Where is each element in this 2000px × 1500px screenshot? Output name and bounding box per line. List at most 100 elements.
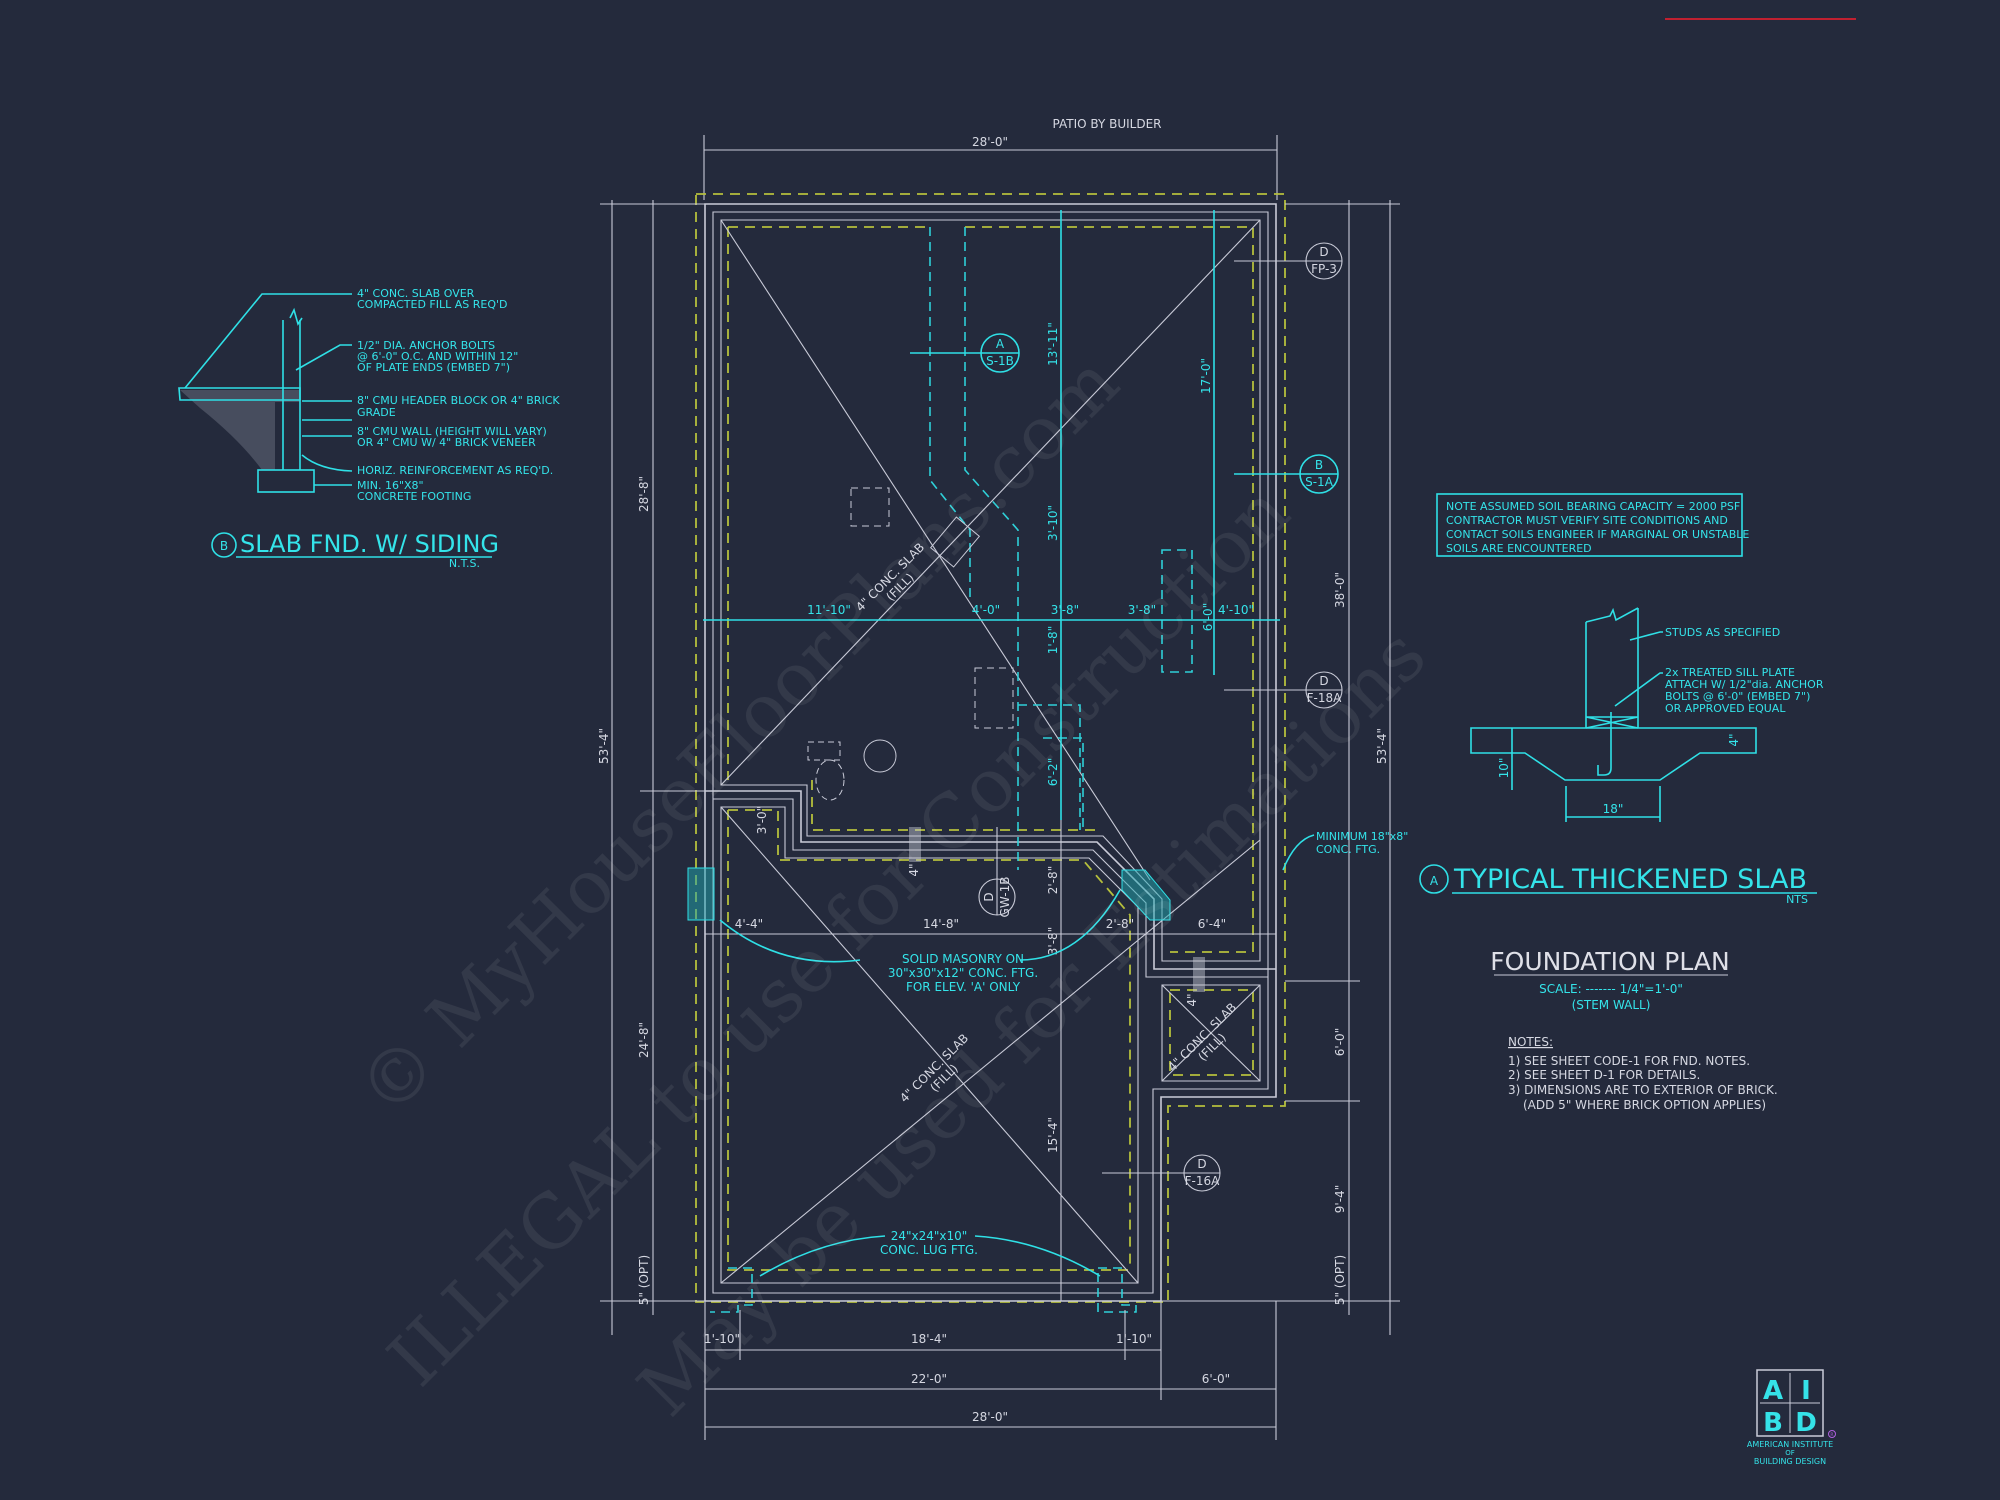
dim-upper: 4'-0": [972, 603, 1000, 617]
svg-text:4" CONC. SLAB OVER: 4" CONC. SLAB OVER: [357, 287, 475, 300]
svg-text:4" CONC. SLAB: 4" CONC. SLAB: [1165, 1000, 1239, 1074]
dim-middle: 6'-4": [1198, 917, 1226, 931]
masonry-pier-left: [687, 867, 715, 921]
logo-text: BUILDING DESIGN: [1754, 1457, 1826, 1466]
fixture-dashed: [850, 487, 890, 527]
dim-upper: 3'-8": [1051, 603, 1079, 617]
detail-a-scale: NTS: [1786, 893, 1808, 906]
svg-text:D: D: [1319, 245, 1328, 259]
svg-text:OF PLATE ENDS (EMBED 7"): OF PLATE ENDS (EMBED 7"): [357, 361, 510, 374]
dim-bottom: 22'-0": [911, 1372, 947, 1386]
dim-upper: 3'-8": [1128, 603, 1156, 617]
leader-line: [1282, 834, 1315, 871]
sill-plate: [1585, 716, 1639, 729]
footing-outline: [695, 193, 1286, 1303]
svg-text:MINIMUM 18"x8": MINIMUM 18"x8": [1316, 830, 1408, 843]
logo-letter: B: [1763, 1408, 1783, 1438]
brick-hatch: [1193, 957, 1205, 992]
dim-upper: 11'-10": [807, 603, 851, 617]
slab-diagonal: [720, 219, 1261, 786]
dim-center: 1'-8": [1046, 626, 1060, 654]
dim-right-overall: 53'-4": [1375, 728, 1389, 764]
section-marker: B S-1A: [1234, 454, 1339, 494]
detail-b-title: SLAB FND. W/ SIDING: [240, 530, 499, 558]
registered-letter: R: [1830, 1432, 1833, 1438]
watermarks: © MyHouseFloorPlans.com ILLEGAL to use f…: [342, 339, 1442, 1432]
svg-text:S-1A: S-1A: [1305, 475, 1334, 489]
dim-bottom: 1'-10": [1116, 1332, 1152, 1346]
dim-bottom: 6'-0": [1202, 1372, 1230, 1386]
svg-text:OR 4" CMU W/ 4" BRICK VENEER: OR 4" CMU W/ 4" BRICK VENEER: [357, 436, 536, 449]
lug-footing-right: [1097, 1267, 1137, 1313]
soil-note-line: CONTRACTOR MUST VERIFY SITE CONDITIONS A…: [1446, 514, 1728, 527]
registered-mark: [1828, 1430, 1836, 1438]
detail-marker: B: [220, 539, 228, 553]
detail-a-title: TYPICAL THICKENED SLAB: [1453, 864, 1807, 895]
inner-footing-dash-3: [727, 809, 1131, 1271]
svg-text:FOR ELEV. 'A' ONLY: FOR ELEV. 'A' ONLY: [906, 980, 1021, 994]
dim-center: 13'-11": [1046, 322, 1060, 366]
thickened-slab: [1470, 727, 1757, 781]
sill-note-line: OR APPROVED EQUAL: [1665, 702, 1786, 715]
sill-note-line: 2x TREATED SILL PLATE: [1665, 666, 1795, 679]
svg-text:1/2" DIA. ANCHOR BOLTS: 1/2" DIA. ANCHOR BOLTS: [357, 339, 495, 352]
dim-left-overall: 53'-4": [597, 728, 611, 764]
callout-solid-masonry: SOLID MASONRY ON 30"x30"x12" CONC. FTG. …: [719, 889, 1121, 994]
patio-label: PATIO BY BUILDER: [1053, 117, 1162, 131]
soil-note-box: [1436, 493, 1743, 557]
interior-wall: [705, 790, 1276, 970]
dim-left: 24'-8": [637, 1022, 651, 1058]
toilet-tank: [807, 741, 841, 761]
dim-18: 18": [1603, 802, 1624, 816]
logo-text: AMERICAN INSTITUTE: [1747, 1440, 1833, 1449]
dim-bottom-overall: 28'-0": [972, 1410, 1008, 1424]
shower-dashed: [1161, 549, 1193, 673]
sink-icon: [863, 739, 897, 773]
svg-text:S-1B: S-1B: [986, 354, 1014, 368]
notes-heading: NOTES:: [1508, 1035, 1553, 1049]
section-marker: A S-1B: [910, 333, 1020, 373]
dim-upper: 6'-0": [1201, 603, 1215, 631]
detail-b-scale: N.T.S.: [449, 557, 480, 570]
svg-text:D: D: [982, 892, 996, 901]
wall-inner-lower: [720, 806, 1139, 1284]
plumbing-dashed: [1018, 704, 1084, 830]
section-marker: D F-18A: [1224, 671, 1343, 709]
detail-b-notes: 4" CONC. SLAB OVER COMPACTED FILL AS REQ…: [357, 287, 560, 503]
soil-hatch: [180, 390, 300, 470]
inner-footing-dash: [728, 226, 1254, 953]
leader-line: [759, 1235, 1101, 1277]
wall-mid: [712, 211, 1269, 1294]
brick-hatch: [909, 827, 921, 862]
studs-note: STUDS AS SPECIFIED: [1665, 626, 1780, 639]
dim-center: 3'-10": [1046, 505, 1060, 541]
dim-left: 28'-8": [637, 476, 651, 512]
dim-top: 28'-0": [972, 135, 1008, 149]
detail-marker-circle: [211, 532, 237, 558]
interior-wall-2: [713, 798, 1268, 978]
dim-middle: 4'-4": [735, 917, 763, 931]
slab-diagonal: [720, 806, 1139, 1284]
anchor-bolt: [1597, 712, 1612, 776]
svg-text:F-16A: F-16A: [1185, 1174, 1221, 1188]
svg-text:D: D: [1319, 674, 1328, 688]
slab-diagonal: [1161, 984, 1261, 1082]
section-marker: D FP-3: [1234, 242, 1343, 280]
dim-right: 38'-0": [1333, 572, 1347, 608]
sill-note-line: ATTACH W/ 1/2"dia. ANCHOR: [1665, 678, 1824, 691]
lug-footing-left: [710, 1267, 753, 1313]
svg-text:B: B: [1315, 458, 1323, 472]
callout-lug-footing: 24"x24"x10" CONC. LUG FTG.: [759, 1229, 1101, 1277]
dim-right: 9'-4": [1333, 1185, 1347, 1213]
plan-title: FOUNDATION PLAN: [1490, 947, 1729, 976]
note-line: 2) SEE SHEET D-1 FOR DETAILS.: [1508, 1068, 1700, 1082]
detail-marker: A: [1430, 874, 1439, 888]
fireplace-icon: [929, 516, 981, 568]
svg-text:CONC. FTG.: CONC. FTG.: [1316, 843, 1380, 856]
svg-text:GW-1B: GW-1B: [998, 877, 1012, 918]
svg-text:GRADE: GRADE: [357, 406, 396, 419]
svg-text:D: D: [1197, 1157, 1206, 1171]
tub-dashed: [974, 667, 1014, 729]
svg-text:FP-3: FP-3: [1311, 262, 1337, 276]
